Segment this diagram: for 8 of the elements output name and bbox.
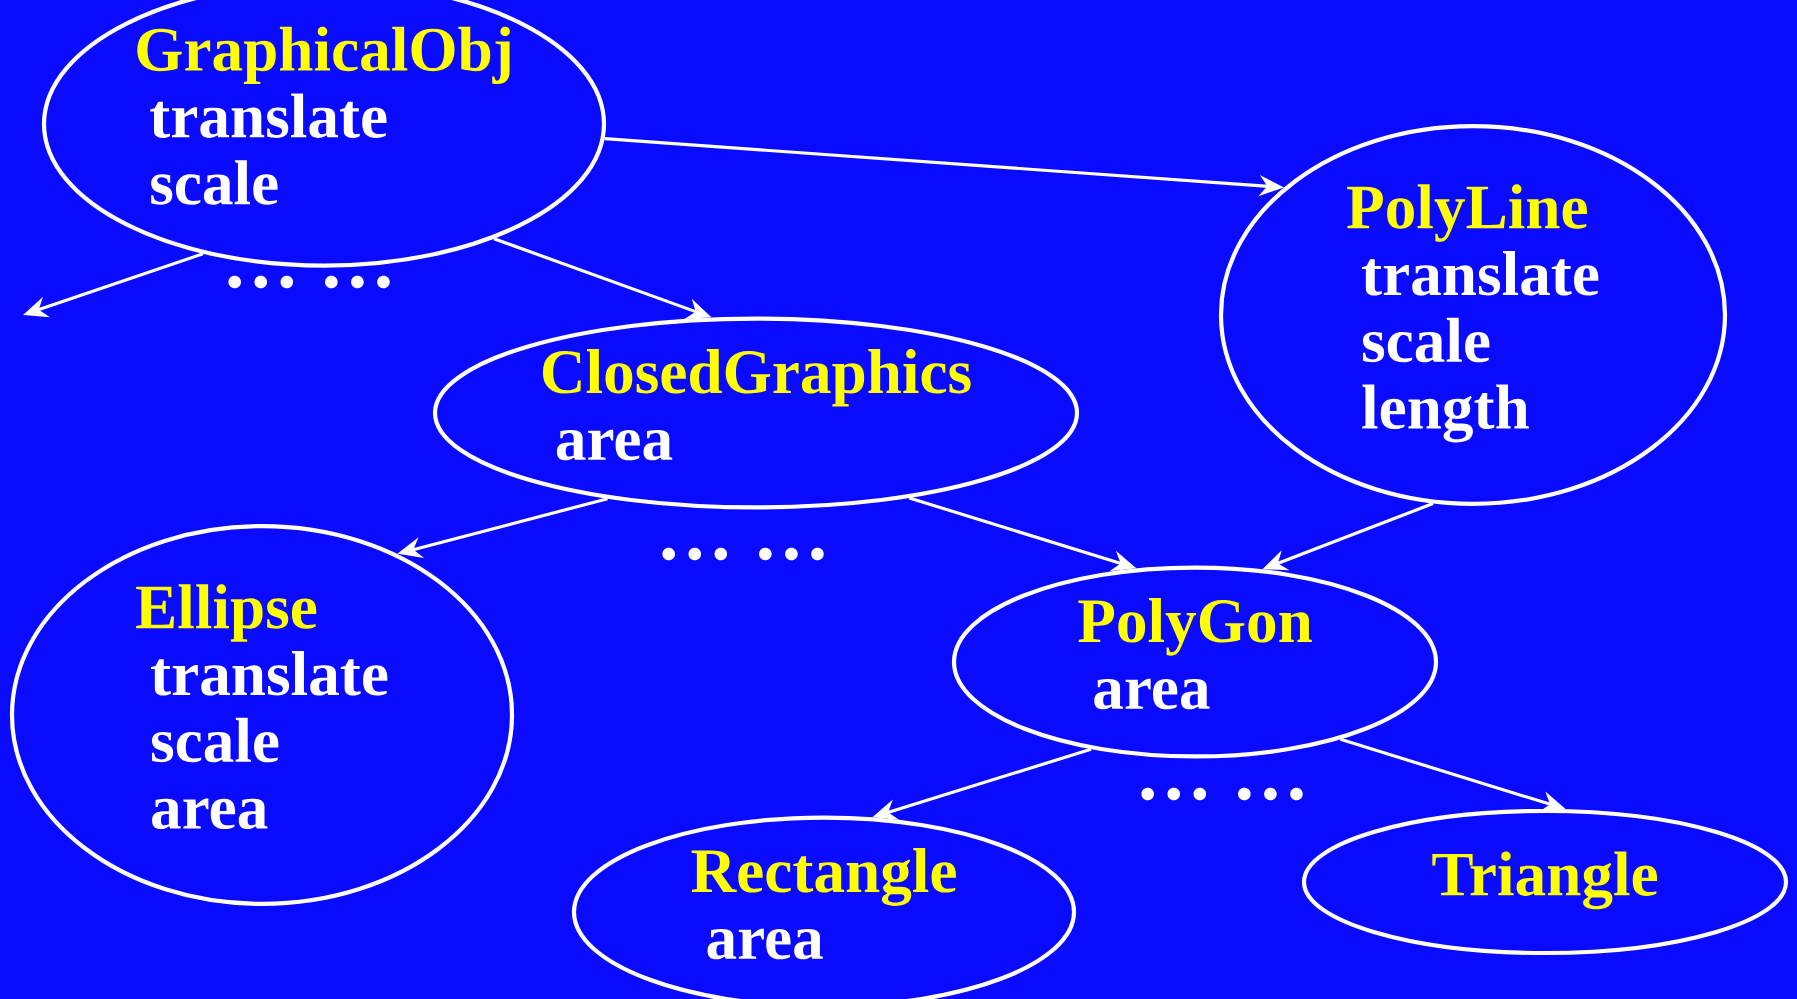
ellipse-node: PolyLine translate scale length bbox=[1218, 124, 1728, 506]
ellipsis-dots: … … bbox=[662, 547, 824, 561]
ellipse-node: ClosedGraphics area bbox=[432, 316, 1080, 510]
ellipse-node: Ellipse translate scale area bbox=[9, 524, 515, 906]
ellipse-node: Triangle bbox=[1301, 808, 1789, 956]
ellipsis-dots: … … bbox=[228, 275, 390, 289]
ellipse-node: PolyGon area bbox=[951, 565, 1439, 759]
ellipsis-dots: … … bbox=[1141, 787, 1303, 801]
